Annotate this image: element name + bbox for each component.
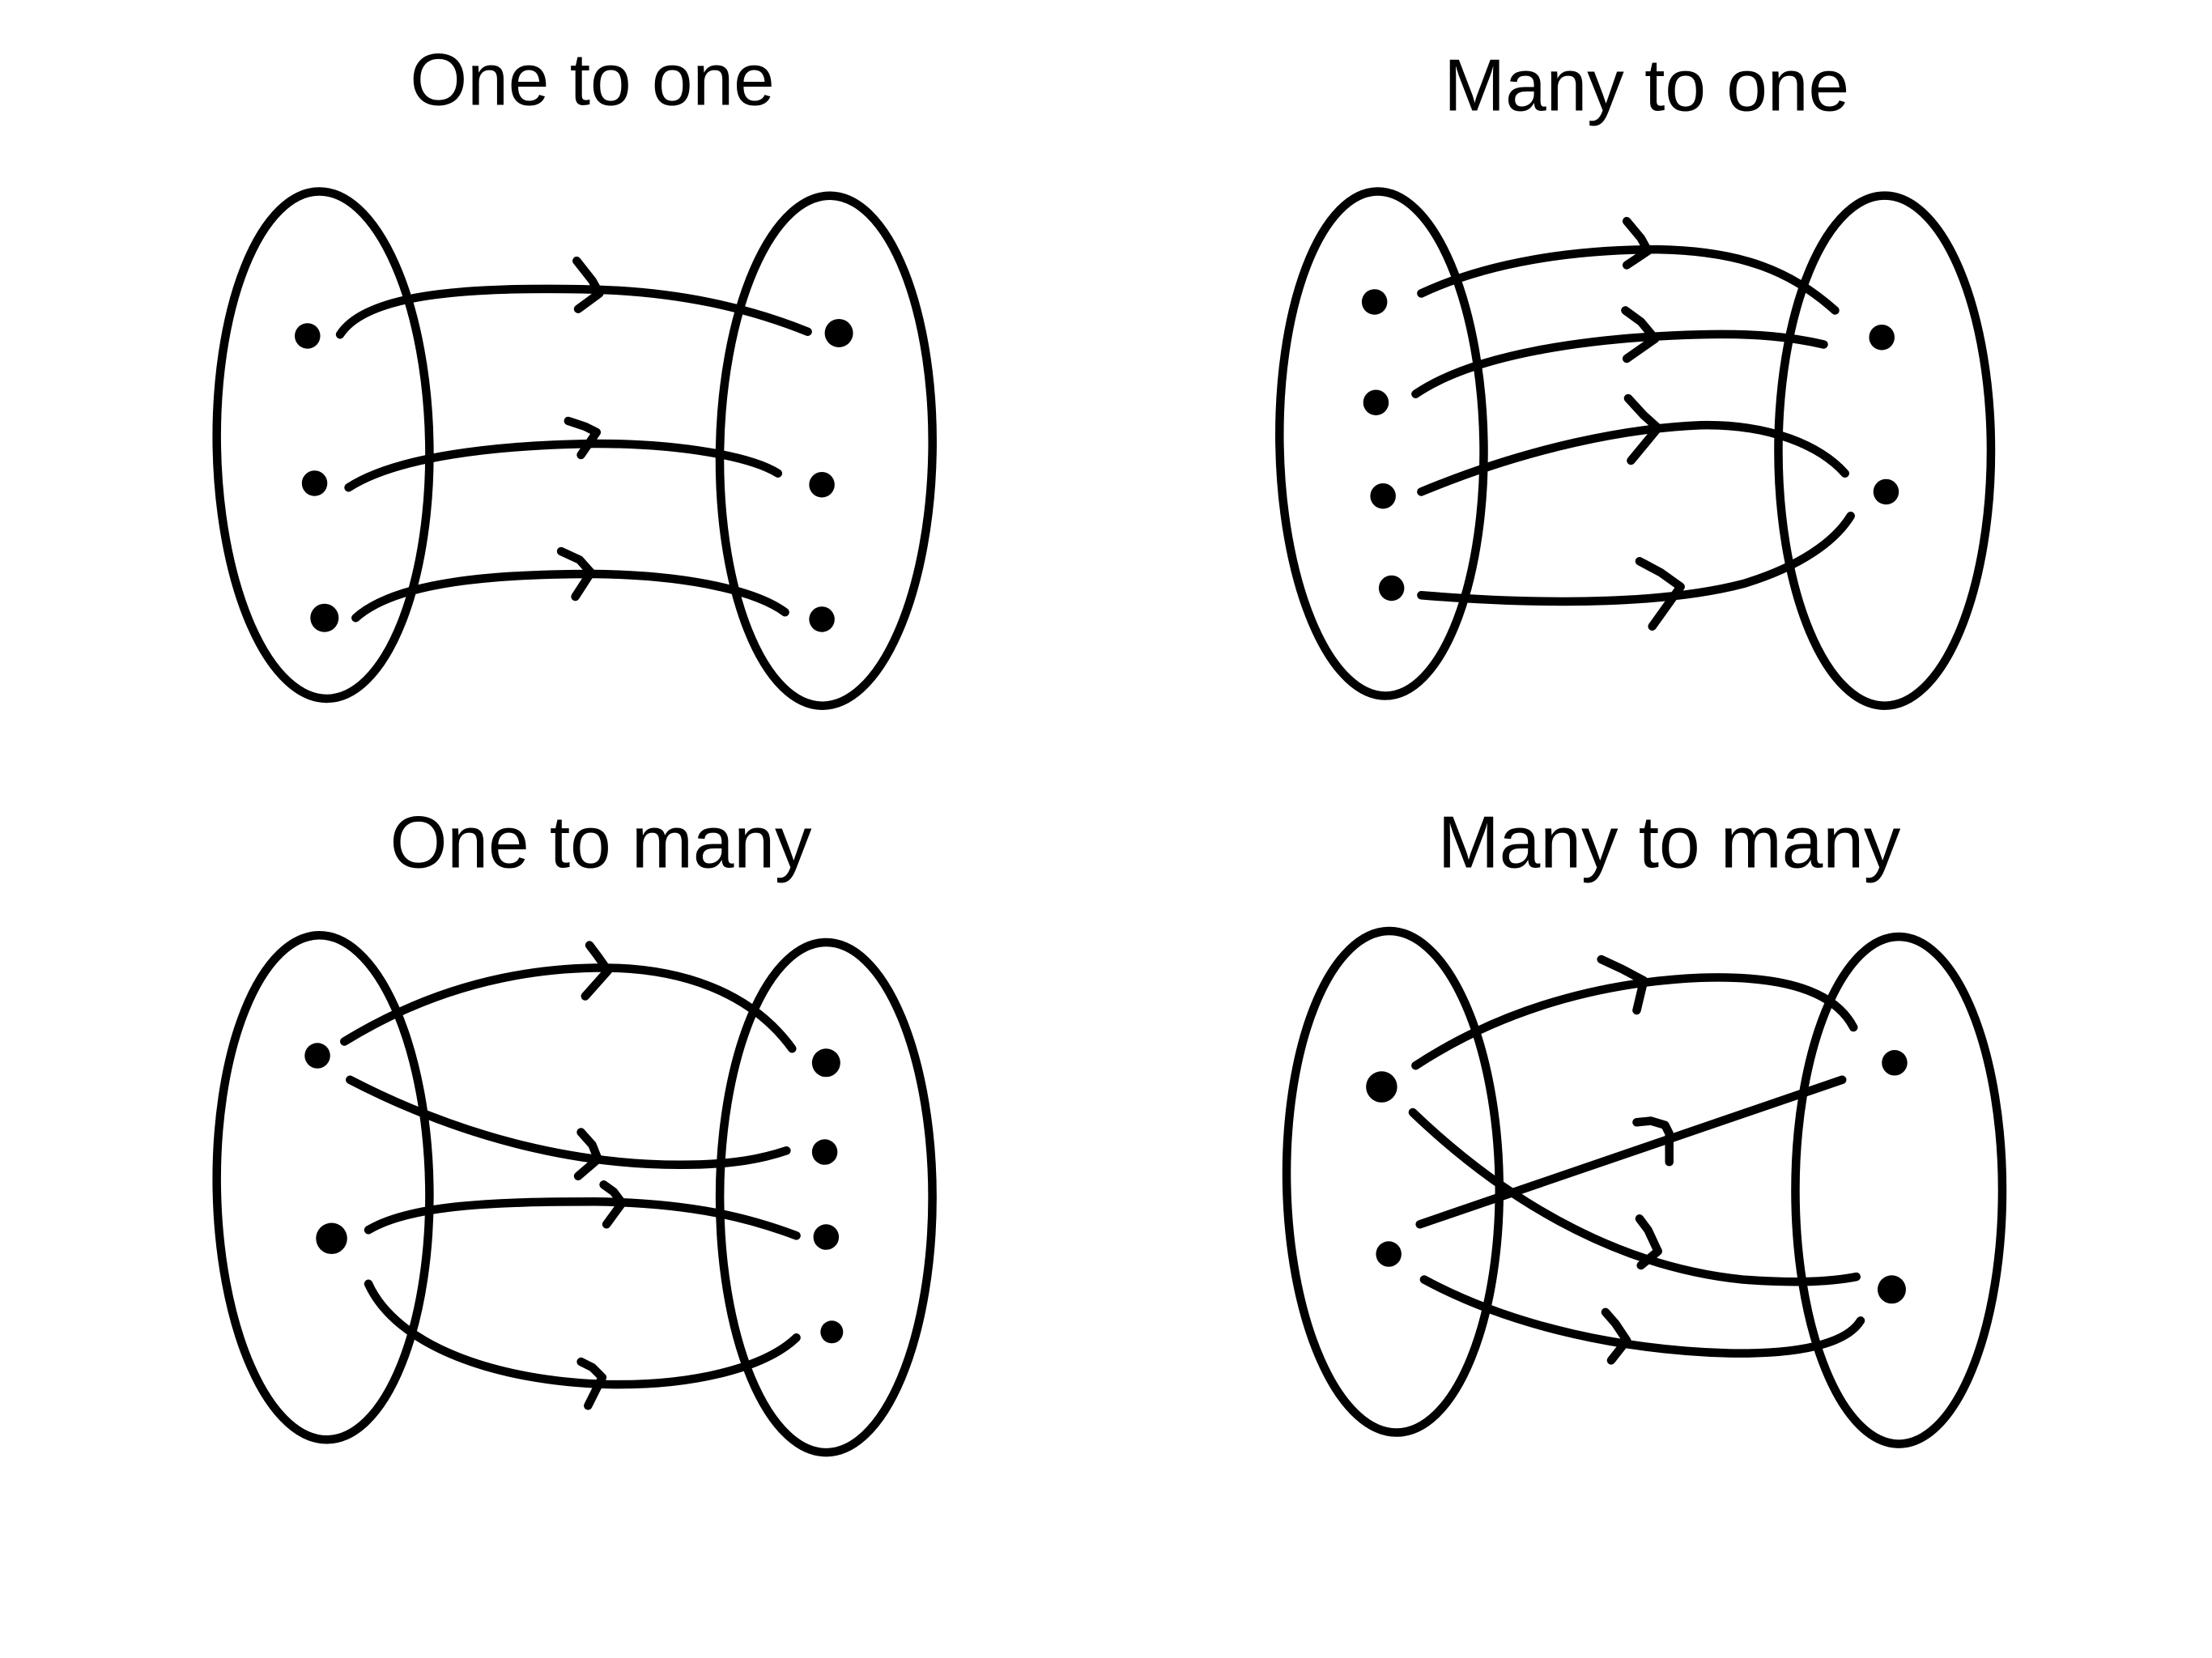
mapping-arrow <box>1417 420 1849 496</box>
arrowhead-icon <box>1601 1307 1631 1365</box>
panel-many-to-one: Many to one <box>1275 45 1996 710</box>
arrowhead-icon <box>1635 1214 1662 1270</box>
codomain-elements <box>811 1048 844 1344</box>
arrowhead-icon <box>564 416 602 460</box>
codomain-elements <box>809 318 853 632</box>
codomain-elements <box>1869 324 1899 505</box>
arrowhead-icon <box>1597 954 1648 1015</box>
panel-title: One to many <box>390 801 812 883</box>
element-dot <box>1376 1241 1402 1267</box>
mapping-arrow <box>335 284 812 339</box>
mapping-arrow <box>340 963 797 1053</box>
codomain-set-ellipse <box>1791 932 2007 1448</box>
arrowhead-icon <box>556 546 596 602</box>
arrowhead-icon <box>572 256 604 313</box>
element-dot <box>1361 289 1388 315</box>
element-dot <box>1378 575 1405 602</box>
mapping-arrow <box>1408 1107 1861 1286</box>
arrowhead-icon <box>599 1180 627 1229</box>
element-dot <box>824 318 853 347</box>
element-dot <box>813 1224 840 1250</box>
arrowhead-icon <box>1635 556 1685 631</box>
element-dot <box>1882 1050 1908 1076</box>
panel-title: Many to many <box>1438 801 1901 883</box>
domain-elements <box>295 323 339 632</box>
element-dot <box>1370 483 1396 509</box>
mapping-arrow <box>346 1075 791 1170</box>
arrowhead-icon <box>1632 1116 1674 1167</box>
codomain-set-ellipse <box>715 937 937 1457</box>
mapping-arrow <box>1417 244 1840 315</box>
element-dot <box>811 1139 838 1165</box>
element-dot <box>811 1048 840 1078</box>
codomain-set-ellipse <box>1774 191 1996 710</box>
codomain-elements <box>1877 1050 1908 1304</box>
element-dot <box>295 323 321 349</box>
domain-set-ellipse <box>1275 187 1488 700</box>
panel-one-to-many: One to many <box>212 801 937 1457</box>
mapping-arrow <box>1419 1275 1865 1358</box>
element-dot <box>809 606 835 632</box>
panel-title: Many to one <box>1444 45 1849 127</box>
element-dot <box>1877 1275 1906 1304</box>
element-dot <box>316 1222 347 1255</box>
domain-set-ellipse <box>1282 926 1504 1437</box>
domain-elements <box>304 1043 347 1255</box>
panel-title: One to one <box>410 40 774 121</box>
domain-elements <box>1366 1071 1402 1267</box>
element-dot <box>1869 324 1895 351</box>
panel-one-to-one: One to one <box>212 40 937 710</box>
arrowhead-icon <box>1621 306 1660 363</box>
mapping-arrow <box>1417 511 1855 606</box>
element-dot <box>820 1320 844 1344</box>
element-dot <box>809 471 835 498</box>
arrowhead-icon <box>1622 216 1653 270</box>
element-dot <box>301 470 328 496</box>
element-dot <box>1873 478 1899 505</box>
mapping-arrow <box>351 569 789 623</box>
domain-set-ellipse <box>212 931 434 1444</box>
element-dot <box>1366 1071 1397 1103</box>
arrowhead-icon <box>576 1357 607 1410</box>
element-dot <box>310 603 339 632</box>
element-dot <box>304 1043 330 1069</box>
codomain-set-ellipse <box>715 191 937 710</box>
mapping-arrow <box>1411 973 1858 1070</box>
panel-many-to-many: Many to many <box>1282 801 2007 1448</box>
mapping-arrow <box>364 1197 801 1240</box>
arrowhead-icon <box>1623 393 1662 466</box>
arrowhead-icon <box>581 941 613 1001</box>
domain-elements <box>1361 289 1405 602</box>
mapping-arrow <box>1415 1075 1847 1229</box>
domain-set-ellipse <box>212 187 434 704</box>
mapping-arrow <box>344 439 783 492</box>
element-dot <box>1363 389 1389 415</box>
arrowhead-icon <box>573 1128 602 1181</box>
